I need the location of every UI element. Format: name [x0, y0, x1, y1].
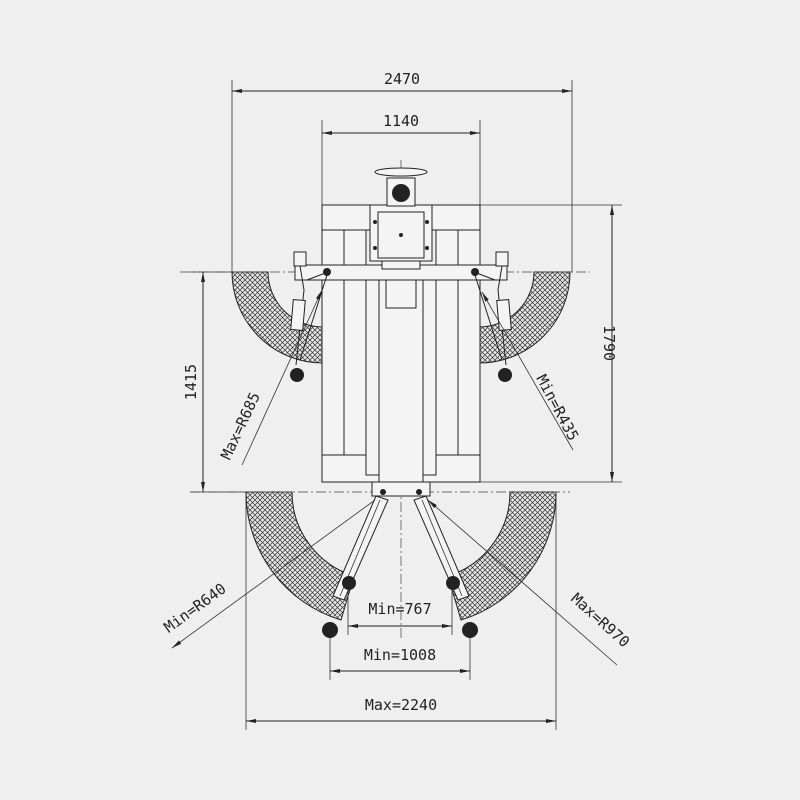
- upper-left-arm: [290, 251, 331, 382]
- upper-right-arm: [471, 251, 512, 382]
- r970-leader: [427, 499, 618, 666]
- dim-767-label: Min=767: [368, 600, 431, 618]
- r640-label: Min=R640: [161, 579, 230, 636]
- lift-column-body: [294, 204, 508, 493]
- r640-leader: [171, 499, 376, 649]
- r970-label: Max=R970: [567, 589, 633, 651]
- dim-1140-label: 1140: [383, 112, 419, 130]
- upper-right-swing-area: [478, 271, 571, 364]
- lower-left-arm: [322, 489, 389, 638]
- gearbox: [369, 204, 433, 262]
- dim-1008-label: Min=1008: [364, 646, 436, 664]
- lower-arm-mount: [371, 481, 431, 497]
- dim-2240-label: Max=2240: [365, 696, 437, 714]
- r685-label: Max=R685: [217, 389, 264, 462]
- dim-1415-label: 1415: [182, 364, 200, 400]
- motor: [386, 177, 416, 207]
- r435-leader: [481, 291, 574, 451]
- r435-label: Min=R435: [533, 372, 583, 444]
- lower-left-swing-area: [245, 491, 355, 621]
- lower-right-arm: [413, 489, 478, 638]
- lower-right-swing-area: [447, 491, 557, 621]
- dim-2470-label: 2470: [384, 70, 420, 88]
- handwheel: [374, 167, 428, 177]
- r685-leader: [241, 289, 323, 466]
- dim-1790-label: 1790: [600, 325, 618, 361]
